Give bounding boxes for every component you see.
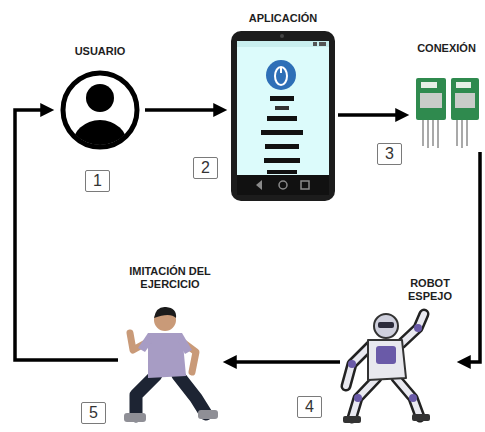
phone-app-part: [279, 181, 287, 189]
phone-app-part: [256, 180, 262, 190]
stage-heading: IMITACIÓN DEL EJERCICIO: [118, 265, 222, 290]
phone-app-part: [261, 130, 303, 135]
phone-app-part: [270, 96, 294, 101]
stage-node: IMITACIÓN DEL EJERCICIO: [118, 263, 222, 428]
bluetooth-modules-part-part: [456, 120, 458, 146]
user-icon-part-part: [72, 120, 128, 172]
robot-figure-part: [348, 360, 356, 368]
bluetooth-modules-part-part: [466, 120, 468, 146]
bluetooth-modules-part: [451, 78, 479, 120]
robot-figure-part: [368, 340, 406, 380]
phone-app-part: [280, 67, 282, 73]
robot-figure-part: [343, 416, 361, 423]
person-figure-part-part: [136, 375, 156, 416]
person-figure-part: [198, 410, 218, 419]
stage-heading: USUARIO: [55, 45, 145, 58]
stage-node: ROBOT ESPEJO: [340, 275, 456, 428]
phone-app-part: [237, 41, 329, 47]
callout-number: 2: [193, 157, 218, 179]
bluetooth-modules-part: [421, 82, 437, 88]
bluetooth-modules-part: [416, 78, 446, 120]
phone-app-part: [264, 158, 300, 163]
robot-figure-part-part: [396, 378, 420, 417]
phone-app-part: [301, 181, 309, 189]
robot-figure-part-part: [401, 314, 424, 344]
person-figure-part: [124, 413, 146, 422]
robot-figure-part: [412, 414, 430, 421]
bluetooth-modules-part-part: [432, 120, 434, 146]
user-icon: [63, 73, 137, 172]
robot-figure-part: [378, 322, 394, 328]
phone-app-part: [267, 170, 297, 174]
person-figure-part: [154, 307, 176, 318]
robot-figure-part: [374, 314, 398, 338]
robot-figure-part: [354, 394, 362, 402]
phone-app-part: [275, 106, 289, 110]
flow-arrow: [338, 113, 404, 117]
user-icon-part-part: [86, 84, 114, 112]
stage-node: CONEXIÓN: [410, 40, 483, 152]
bluetooth-modules-part-part: [461, 120, 463, 148]
robot-figure-part: [414, 324, 422, 332]
user-icon-part: [72, 84, 128, 172]
person-figure-part-part: [178, 375, 206, 414]
phone-app: [231, 31, 335, 201]
stage-heading: CONEXIÓN: [410, 42, 483, 55]
stage-node: USUARIO: [55, 43, 145, 160]
person-figure: [124, 307, 218, 422]
phone-app-part: [237, 41, 329, 175]
callout-number: 5: [81, 402, 106, 424]
flow-arrow: [462, 152, 480, 362]
robot-figure-part: [409, 394, 417, 402]
bluetooth-modules-part: [423, 120, 467, 148]
phone-app-part: [237, 175, 329, 195]
callout-number: 1: [85, 170, 110, 192]
bluetooth-modules-part: [455, 93, 475, 108]
robot-figure: [343, 314, 430, 423]
bluetooth-modules-part-part: [422, 120, 424, 146]
phone-app-part: [266, 60, 296, 90]
phone-app-part: [265, 144, 299, 149]
bluetooth-modules-part: [420, 93, 442, 108]
person-figure-part: [136, 375, 206, 416]
stage-heading: ROBOT ESPEJO: [400, 277, 460, 302]
bluetooth-modules-part: [456, 82, 471, 88]
robot-figure-part: [346, 314, 424, 418]
flow-arrow: [15, 110, 118, 360]
flow-arrow: [228, 360, 340, 364]
stage-node: APLICACIÓN: [228, 10, 338, 203]
robot-figure-part: [346, 314, 424, 418]
flow-arrow: [145, 108, 222, 112]
bluetooth-modules-part-part: [437, 120, 439, 148]
robot-figure-part-part: [352, 378, 377, 418]
stage-heading: APLICACIÓN: [228, 12, 338, 25]
robot-figure-part-part: [401, 314, 424, 344]
bluetooth-modules: [416, 78, 479, 148]
robot-figure-part-part: [352, 378, 377, 418]
callout-number: 4: [297, 396, 322, 418]
phone-app-part: [313, 42, 317, 46]
callout-number: 3: [377, 143, 402, 165]
phone-app-part: [319, 42, 326, 46]
phone-app-part: [267, 116, 297, 121]
person-figure-part: [178, 333, 192, 354]
robot-figure-part: [376, 346, 396, 364]
phone-app-part: [231, 31, 335, 201]
phone-app-part: [280, 34, 284, 38]
person-figure-part: [138, 333, 152, 352]
phone-app-part: [275, 67, 287, 85]
robot-figure-part-part: [396, 378, 420, 417]
bluetooth-modules-part-part: [427, 120, 429, 148]
